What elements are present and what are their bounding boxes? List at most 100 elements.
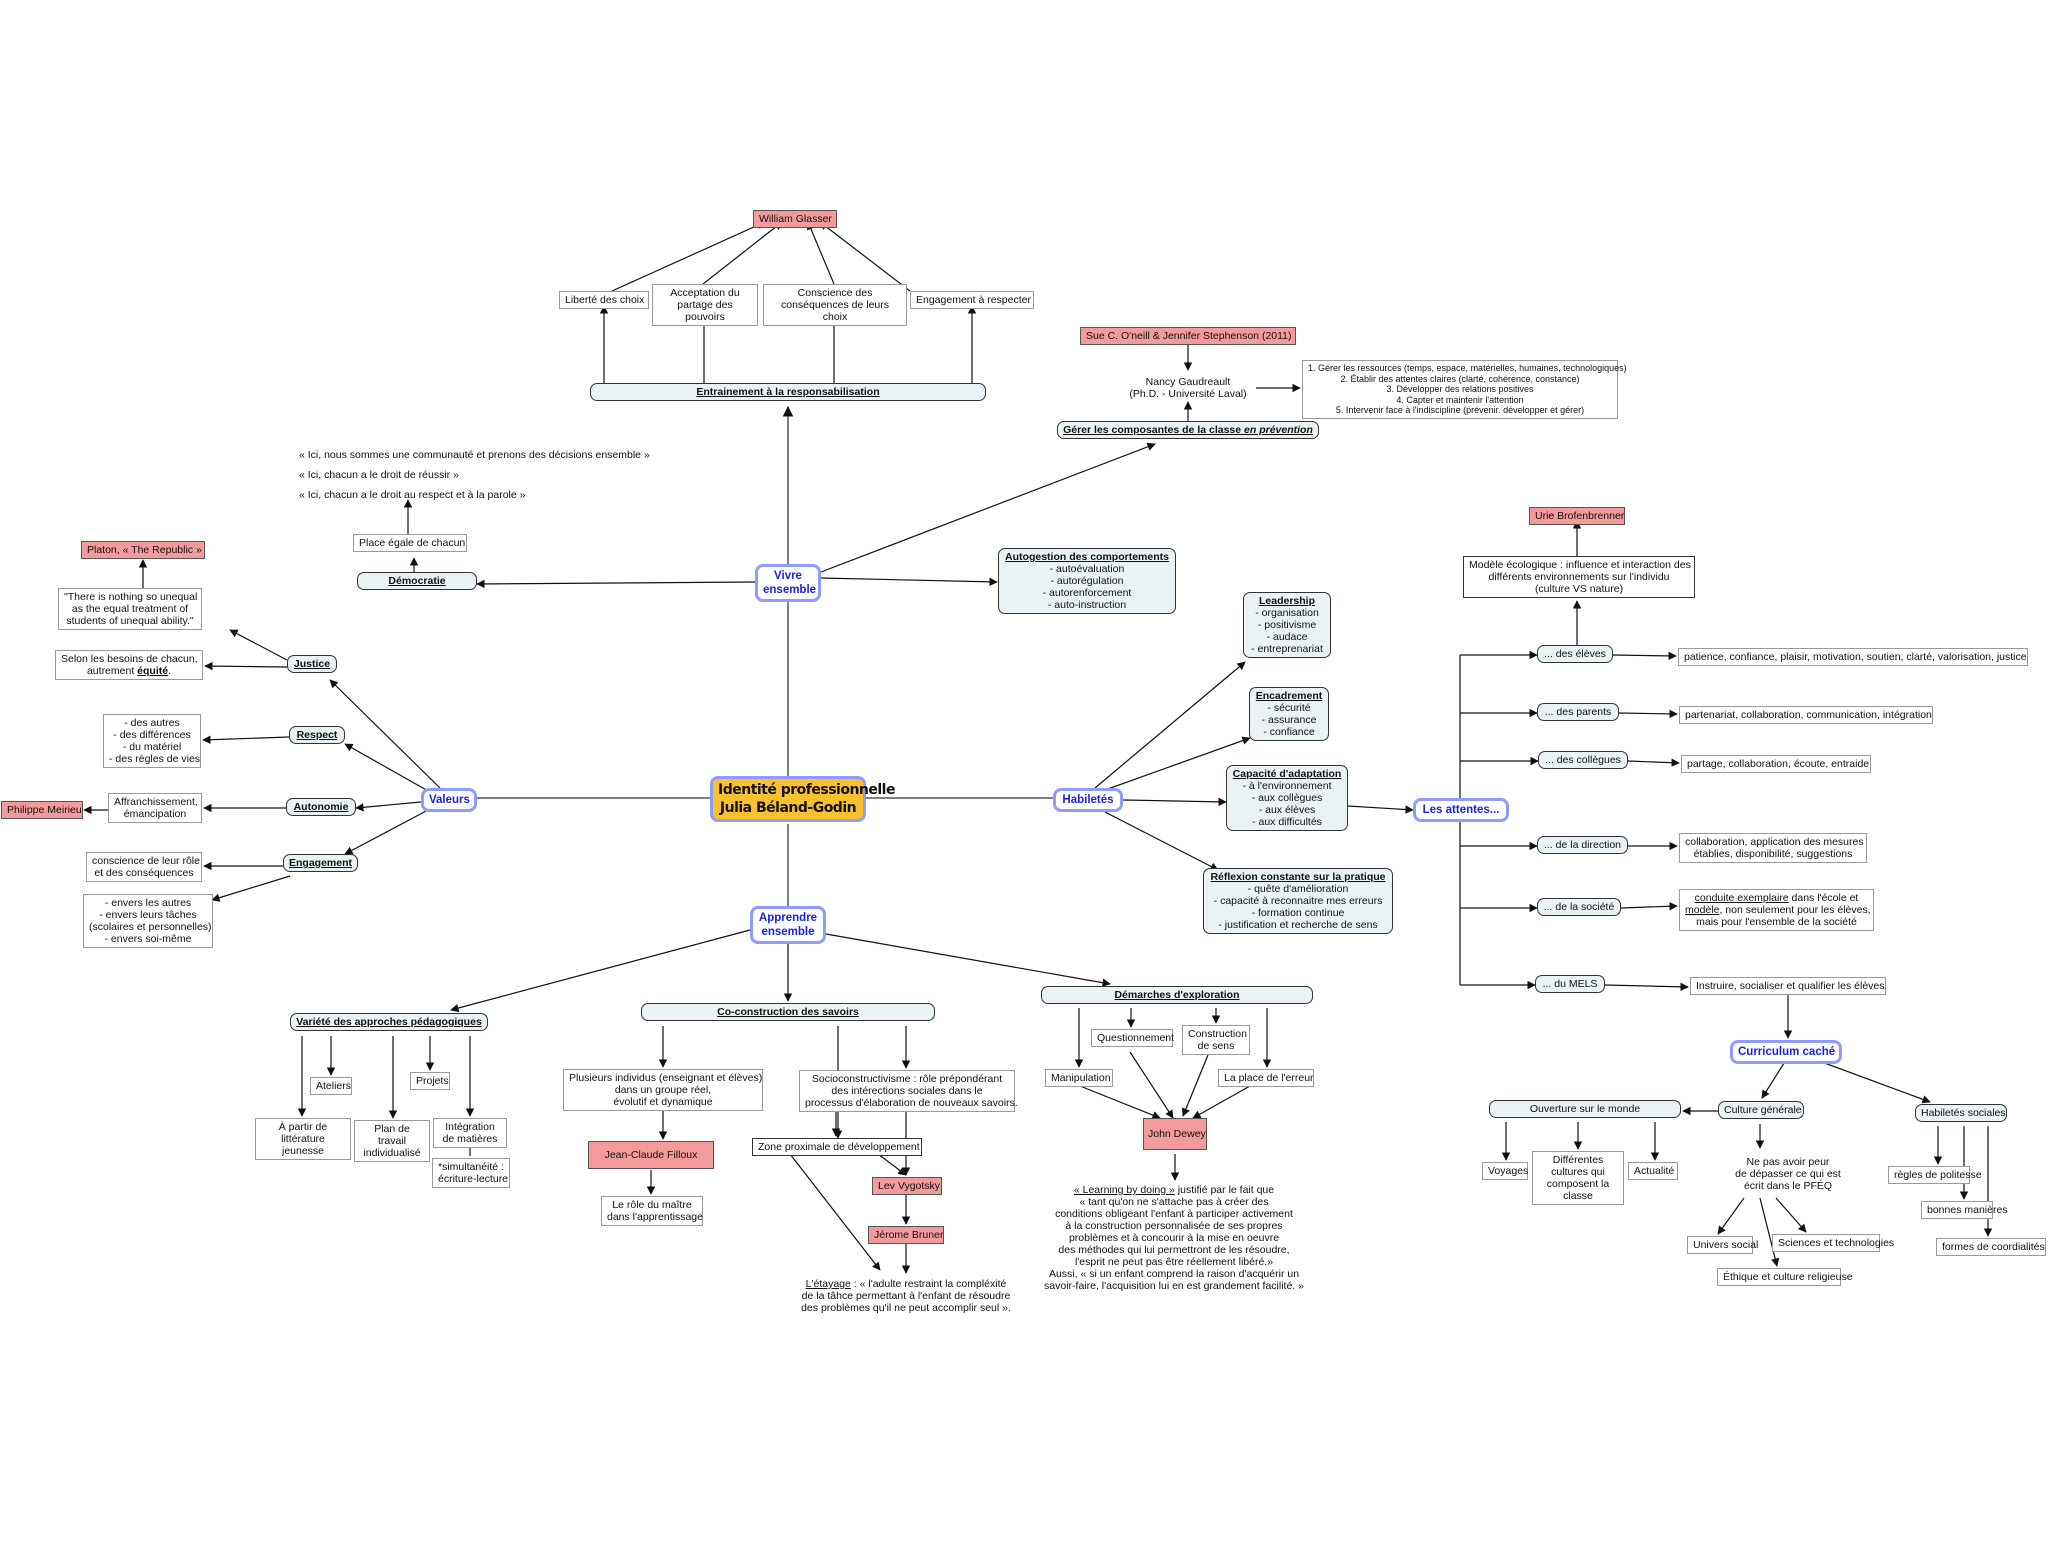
sociales-politesse[interactable]: règles de politesse <box>1888 1166 1982 1184</box>
attente-mels[interactable]: ... du MELS <box>1535 975 1605 993</box>
person-john-dewey[interactable]: John Dewey <box>1143 1118 1207 1150</box>
role-maitre[interactable]: Le rôle du maître dans l'apprentissage <box>601 1196 703 1226</box>
hub-curriculum-cache[interactable]: Curriculum caché <box>1730 1040 1842 1064</box>
connector-line <box>450 929 751 1013</box>
person-lev-vygotsky[interactable]: Lev Vygotsky <box>872 1177 942 1195</box>
attente-mels-value[interactable]: Instruire, socialiser et qualifier les é… <box>1690 977 1886 995</box>
quote-item: « Ici, chacun a le droit de réussir » <box>299 469 459 481</box>
attente-eleves-value[interactable]: patience, confiance, plaisir, motivation… <box>1678 648 2028 666</box>
pfeq-sciences[interactable]: Sciences et technologies <box>1772 1234 1894 1252</box>
variete-litterature[interactable]: À partir de littérature jeunesse <box>255 1118 351 1160</box>
person-philippe-meirieu[interactable]: Philippe Meirieu <box>1 801 83 819</box>
gerer-title-emphasis: en prévention <box>1244 424 1313 436</box>
category-autogestion[interactable]: Autogestion des comportements - autoéval… <box>998 548 1176 614</box>
variete-ateliers[interactable]: Ateliers <box>310 1077 352 1095</box>
socioconstructivisme[interactable]: Socioconstructivisme : rôle prépondérant… <box>799 1070 1018 1112</box>
category-habiletes-sociales[interactable]: Habiletés sociales <box>1915 1104 2007 1122</box>
hub-habiletes[interactable]: Habiletés <box>1053 788 1123 812</box>
nancy-gaudreault[interactable]: Nancy Gaudreault (Ph.D. - Université Lav… <box>1120 374 1256 402</box>
central-topic[interactable]: Identité professionnelle Julia Béland-Go… <box>710 776 895 822</box>
sociales-coordialites[interactable]: formes de coordialités <box>1936 1238 2046 1256</box>
category-engagement[interactable]: Engagement <box>283 854 358 872</box>
ouverture-voyages[interactable]: Voyages <box>1482 1162 1528 1180</box>
attente-eleves[interactable]: ... des élèves <box>1537 645 1613 663</box>
category-demarches-exploration[interactable]: Démarches d'exploration <box>1041 986 1313 1004</box>
dewey-line: problèmes et à concourir à la mise en oe… <box>1068 1232 1280 1244</box>
connector-line <box>355 801 422 812</box>
category-responsabilisation[interactable]: Entrainement à la responsabilisation <box>590 383 986 401</box>
modele-ecologique[interactable]: Modèle écologique : influence et interac… <box>1463 556 1695 598</box>
respect-item: - des règles de vies <box>109 753 201 765</box>
attente-collegues[interactable]: ... des collègues <box>1538 751 1628 769</box>
hub-valeurs[interactable]: Valeurs <box>421 788 477 812</box>
category-justice[interactable]: Justice <box>287 655 337 673</box>
category-variete-approches[interactable]: Variété des approches pédagogiques <box>290 1013 488 1031</box>
category-gerer-composantes[interactable]: Gérer les composantes de la classe en pr… <box>1057 421 1319 439</box>
hub-les-attentes[interactable]: Les attentes... <box>1413 798 1509 822</box>
variete-integration[interactable]: Intégration de matières <box>433 1118 507 1148</box>
person-jean-claude-filloux[interactable]: Jean-Claude Filloux <box>588 1141 714 1169</box>
autonomie-item[interactable]: Affranchissement, émancipation <box>108 793 202 823</box>
etayage-definition: L'étayage : « l'adulte restraint la comp… <box>786 1276 1026 1316</box>
variete-plan-travail[interactable]: Plan de travail individualisé <box>354 1120 430 1162</box>
gaudreault-list-item: 2. Établir des attentes claires (clarté,… <box>1340 373 1580 384</box>
engagement-item-envers[interactable]: - envers les autres - envers leurs tâche… <box>83 894 213 948</box>
attente-parents-value[interactable]: partenariat, collaboration, communicatio… <box>1679 706 1933 724</box>
demarche-place-erreur[interactable]: La place de l'erreur <box>1218 1069 1314 1087</box>
pfeq-univers-social[interactable]: Univers social <box>1687 1236 1758 1254</box>
variete-projets[interactable]: Projets <box>410 1072 450 1090</box>
ouverture-actualite[interactable]: Actualité <box>1628 1162 1678 1180</box>
engagement-line: conscience de leur rôle <box>92 855 200 867</box>
platon-quote[interactable]: "There is nothing so unequal as the equa… <box>58 588 202 630</box>
person-platon[interactable]: Platon, « The Republic » <box>81 541 205 559</box>
ouverture-cultures[interactable]: Différentes cultures qui composent la cl… <box>1532 1151 1624 1205</box>
category-respect[interactable]: Respect <box>289 726 345 744</box>
gaudreault-list[interactable]: 1. Gérer les ressources (temps, espace, … <box>1302 360 1627 419</box>
attente-societe[interactable]: ... de la société <box>1537 898 1621 916</box>
dewey-line: « Learning by doing » justifié par le fa… <box>1043 1184 1305 1196</box>
respect-items[interactable]: - des autres - des différences - du maté… <box>103 714 201 768</box>
person-william-glasser[interactable]: William Glasser <box>753 210 837 228</box>
category-democratie[interactable]: Démocratie <box>357 572 477 590</box>
plusieurs-individus[interactable]: Plusieurs individus (enseignant et élève… <box>563 1069 763 1111</box>
glasser-item-engagement[interactable]: Engagement à respecter <box>910 291 1034 309</box>
attente-collegues-value[interactable]: partage, collaboration, écoute, entraide <box>1681 755 1871 773</box>
hub-vivre-ensemble[interactable]: Vivre ensemble <box>755 564 821 602</box>
category-encadrement[interactable]: Encadrement - sécurité - assurance - con… <box>1249 687 1329 741</box>
category-co-construction[interactable]: Co-construction des savoirs <box>641 1003 935 1021</box>
category-leadership[interactable]: Leadership - organisation - positivisme … <box>1243 592 1331 658</box>
person-oneill-stephenson[interactable]: Sue C. O'neill & Jennifer Stephenson (20… <box>1080 327 1296 345</box>
engagement-item-conscience[interactable]: conscience de leur rôle et des conséquen… <box>86 852 202 882</box>
person-jerome-bruner[interactable]: Jérome Bruner <box>868 1226 944 1244</box>
justice-equite[interactable]: Selon les besoins de chacun, autrement é… <box>55 650 203 680</box>
attente-direction-value[interactable]: collaboration, application des mesures é… <box>1679 833 1867 863</box>
attente-direction[interactable]: ... de la direction <box>1537 836 1628 854</box>
hub-apprendre-ensemble[interactable]: Apprendre ensemble <box>750 906 826 944</box>
attente-societe-value[interactable]: conduite exemplaire dans l'école et modè… <box>1679 889 1874 931</box>
reflexion-item: - capacité à reconnaitre mes erreurs <box>1213 895 1383 907</box>
category-autonomie[interactable]: Autonomie <box>286 798 356 816</box>
demarche-questionnement[interactable]: Questionnement <box>1091 1029 1174 1047</box>
simultaneite-note[interactable]: *simultanéité : écriture-lecture <box>432 1158 510 1188</box>
socio-line: processus d'élaboration de nouveaux savo… <box>805 1097 1018 1109</box>
category-adaptation[interactable]: Capacité d'adaptation - à l'environnemen… <box>1226 765 1348 831</box>
place-egale[interactable]: Place égale de chacun <box>353 534 467 552</box>
glasser-item-liberte[interactable]: Liberté des choix <box>559 291 649 309</box>
glasser-item-conscience[interactable]: Conscience des conséquences de leurs cho… <box>763 284 907 326</box>
connector-line <box>204 661 288 671</box>
category-reflexion[interactable]: Réflexion constante sur la pratique - qu… <box>1203 868 1393 934</box>
connector-line <box>807 221 835 285</box>
attente-parents[interactable]: ... des parents <box>1537 703 1619 721</box>
demarche-manipulation[interactable]: Manipulation <box>1045 1069 1113 1087</box>
zone-proximale[interactable]: Zone proximale de développement <box>752 1138 922 1156</box>
pfeq-ethique[interactable]: Éthique et culture religieuse <box>1717 1268 1853 1286</box>
category-culture-generale[interactable]: Culture générale <box>1718 1101 1804 1119</box>
societe-underlined: conduite exemplaire <box>1694 892 1789 904</box>
quote-item: « Ici, nous sommes une communauté et pre… <box>299 449 650 461</box>
category-ouverture-monde[interactable]: Ouverture sur le monde <box>1489 1100 1681 1118</box>
glasser-item-acceptation[interactable]: Acceptation du partage des pouvoirs <box>652 284 758 326</box>
pfeq-line: Ne pas avoir peur <box>1746 1156 1830 1168</box>
demarche-construction-sens[interactable]: Construction de sens <box>1182 1025 1250 1055</box>
person-urie-brofenbrenner[interactable]: Urie Brofenbrenner <box>1529 507 1625 525</box>
sociales-manieres[interactable]: bonnes manières <box>1921 1201 2008 1219</box>
